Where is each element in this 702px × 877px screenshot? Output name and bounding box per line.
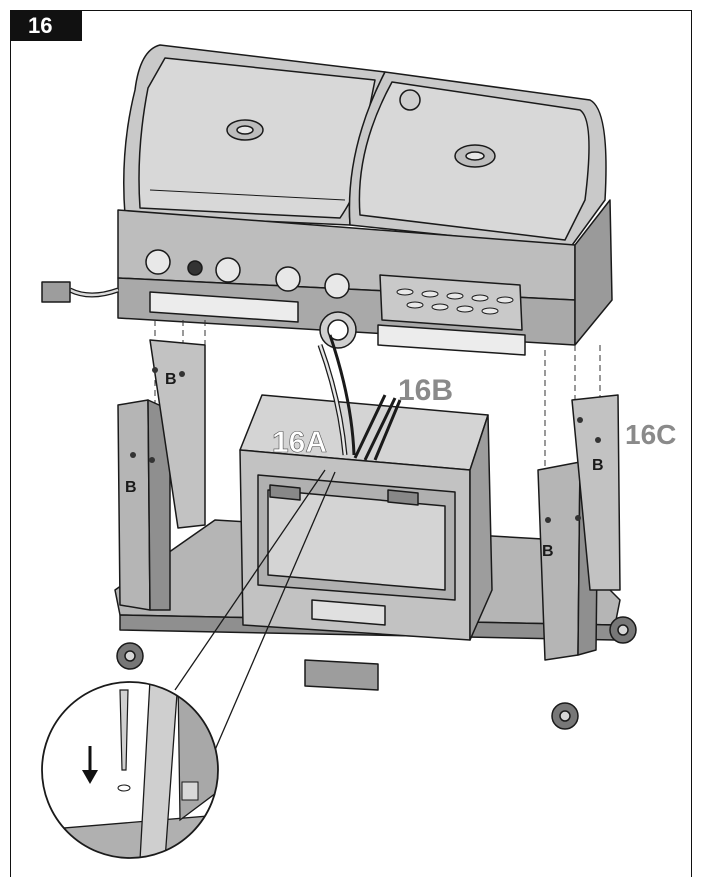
- bolt-icon: [130, 367, 601, 523]
- diagram-frame: [10, 10, 692, 877]
- bolt-label-b-1: B: [165, 371, 177, 388]
- left-leg-front: [117, 399, 151, 611]
- down-arrow-icon: [82, 746, 98, 784]
- bolt-label-b-2: B: [125, 479, 137, 496]
- magnifier-ring: [41, 681, 219, 859]
- magnified-detail: [42, 682, 218, 858]
- logo-badge-icon: [319, 311, 357, 349]
- bolt-label-b-3: B: [542, 543, 554, 560]
- control-knob-icon: [145, 249, 350, 299]
- bolt-label-b-4: B: [592, 457, 604, 474]
- callout-16a: 16A: [272, 426, 327, 459]
- left-leg-rear: [149, 339, 206, 529]
- right-leg-front: [537, 461, 581, 661]
- magnifier-leader: [174, 469, 336, 751]
- grill-head: [41, 44, 613, 356]
- right-leg-rear: [571, 394, 621, 591]
- step-number-badge: 16: [10, 10, 82, 41]
- callout-16b: 16B: [398, 374, 453, 407]
- igniter-button: [187, 260, 203, 276]
- callout-labels: 16A 16B 16C B B B B: [125, 371, 676, 560]
- callout-16c: 16C: [625, 419, 676, 450]
- side-rods: [353, 394, 402, 461]
- cart: [114, 334, 637, 730]
